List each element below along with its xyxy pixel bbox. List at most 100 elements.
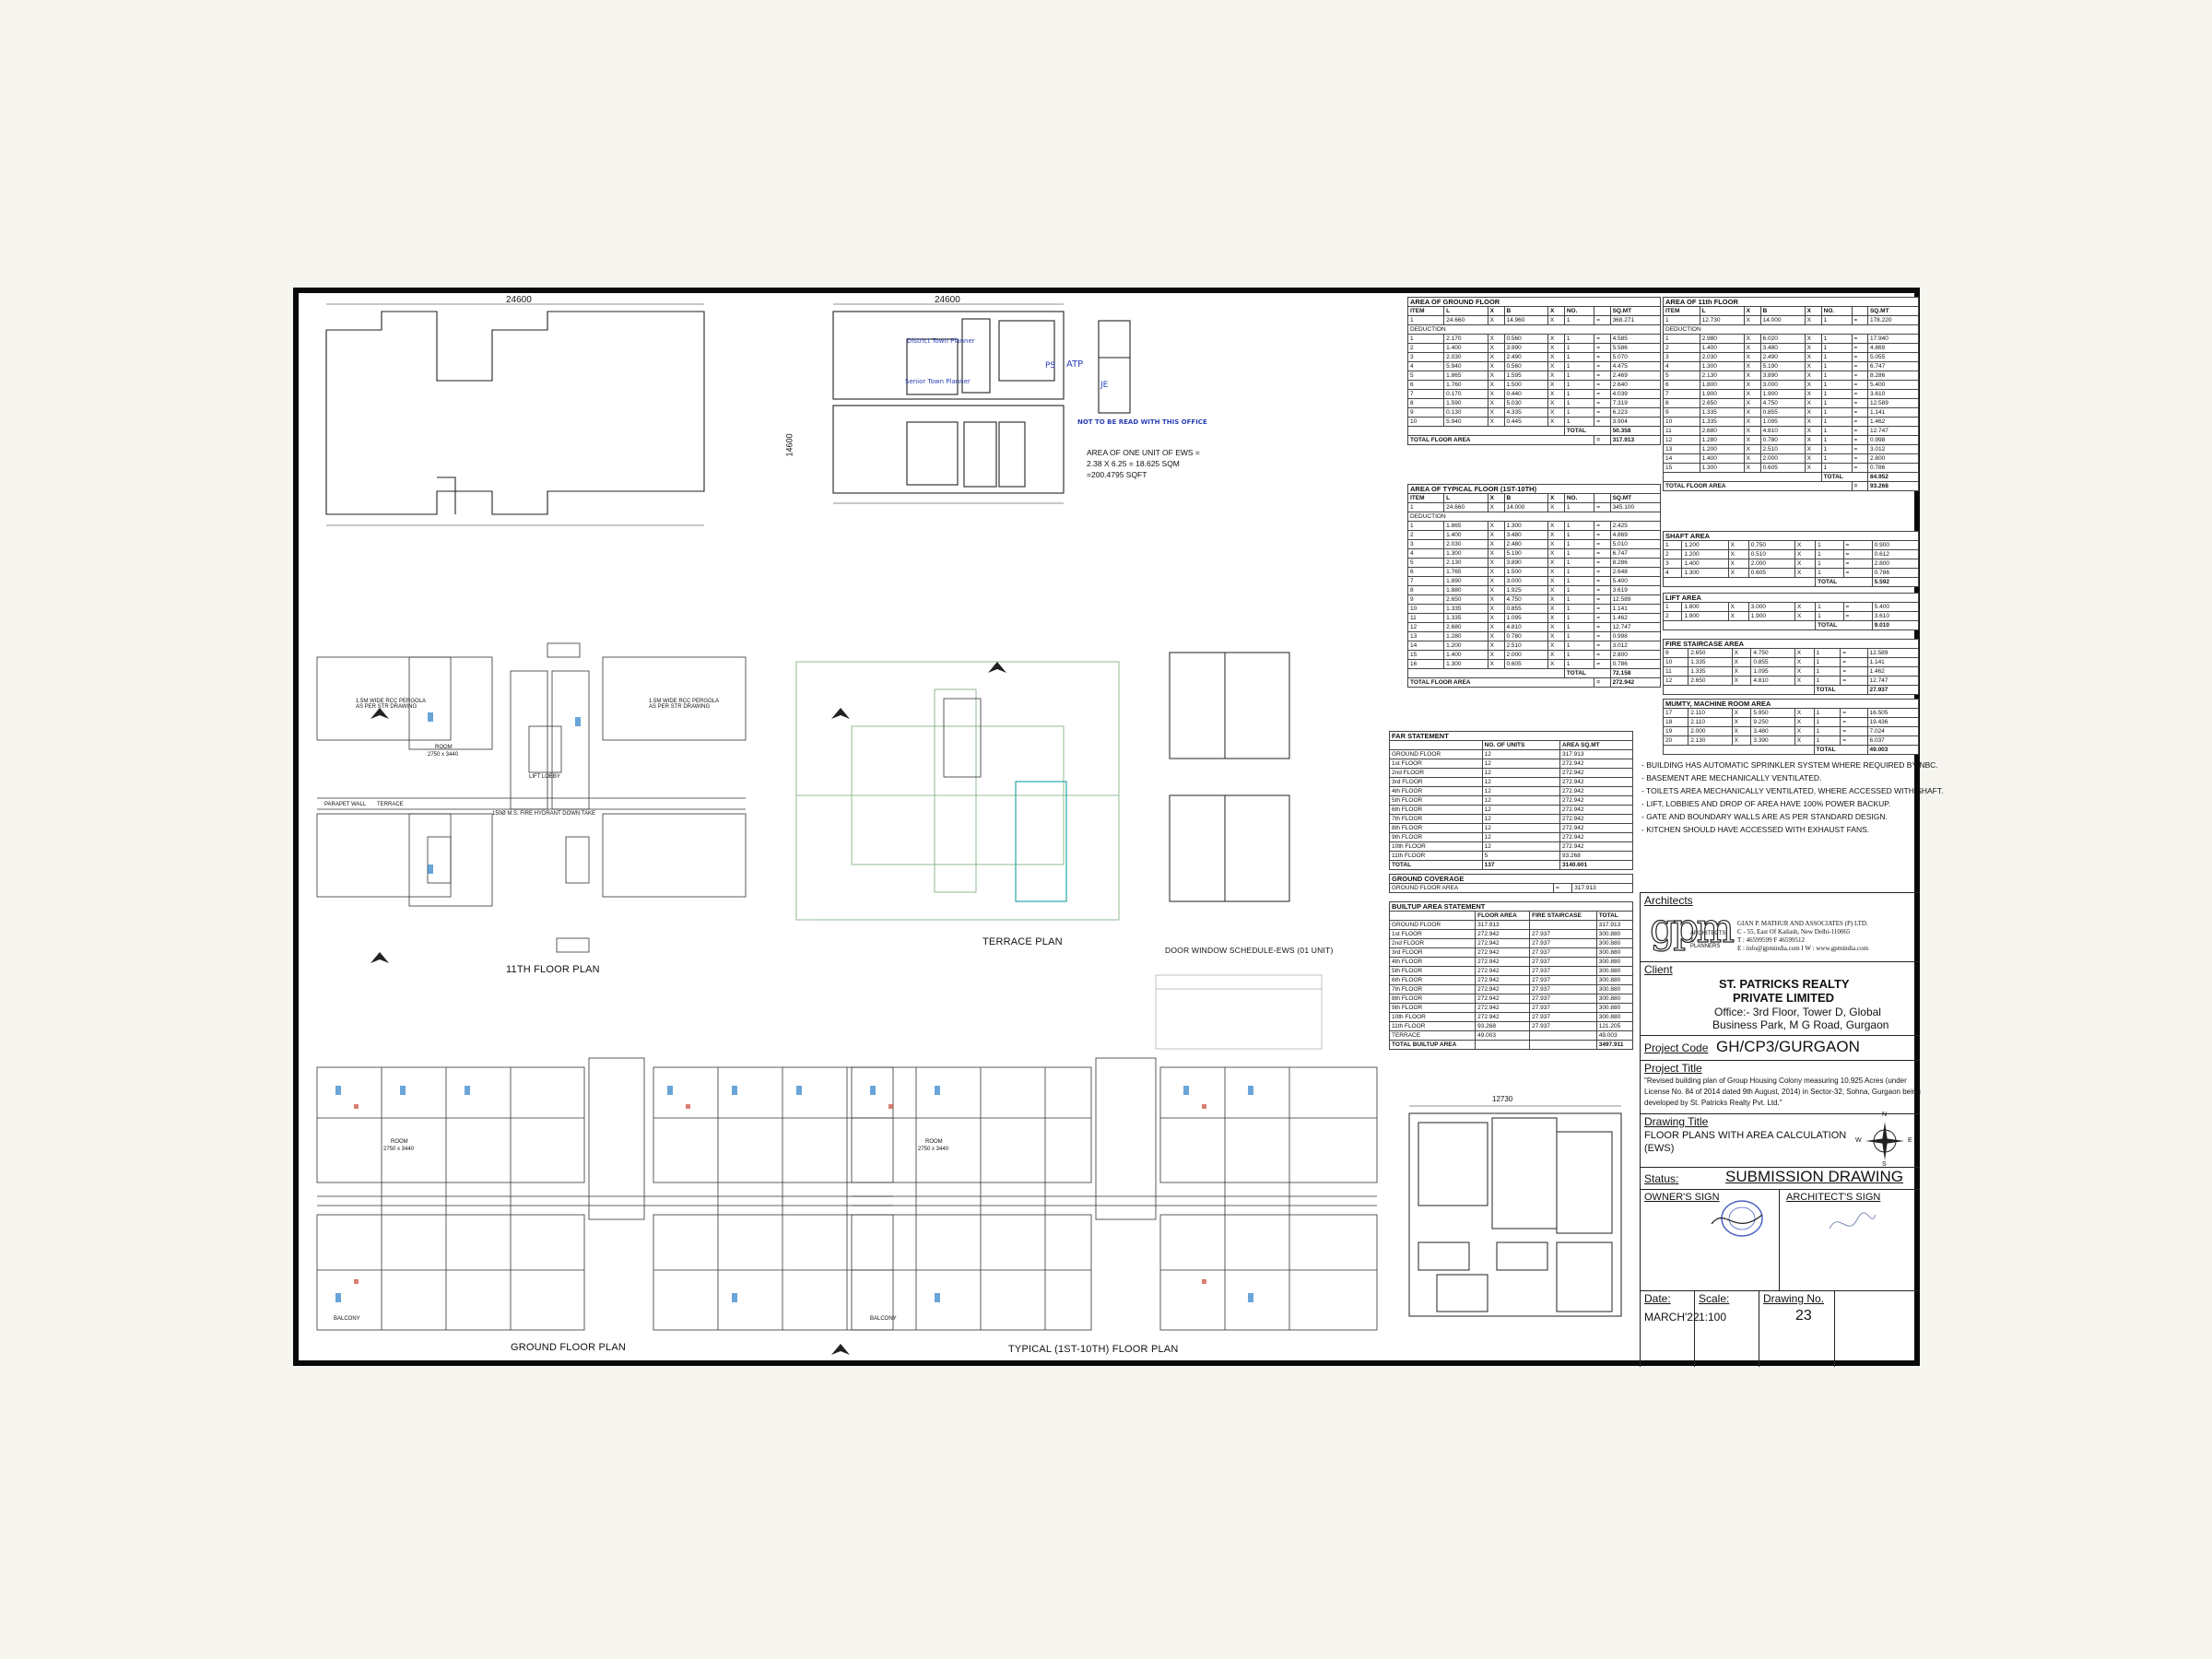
- table-cell: 1: [1820, 426, 1853, 436]
- table-cell: 12: [1481, 777, 1561, 787]
- architects-sign-label: ARCHITECT'S SIGN: [1786, 1192, 1881, 1203]
- table-cell: 1.141: [1609, 604, 1662, 614]
- table-cell: 272.942: [1475, 975, 1531, 985]
- table-cell: 1: [1815, 559, 1844, 569]
- table-cell: GROUND FLOOR: [1388, 920, 1477, 930]
- table-cell: 1: [1820, 315, 1853, 325]
- table-cell: 4: [1406, 361, 1445, 371]
- table-cell: X: [1547, 548, 1565, 559]
- table-cell: 4.750: [1759, 398, 1806, 408]
- table-cell: 5.190: [1759, 361, 1806, 371]
- table-cell: X: [1487, 594, 1505, 605]
- table-cell: =: [1594, 558, 1611, 568]
- table-cell: 1: [1820, 352, 1853, 362]
- table-cell: 272.942: [1475, 1003, 1531, 1013]
- table-cell: =: [1851, 407, 1868, 418]
- drawing-title-1: FLOOR PLANS WITH AREA CALCULATION: [1644, 1130, 1847, 1141]
- table-cell: 14: [1663, 453, 1700, 464]
- total-label: TOTAL: [1820, 472, 1868, 482]
- table-cell: =: [1553, 883, 1573, 893]
- table-cell: 317.913: [1475, 920, 1531, 930]
- table-cell: =: [1851, 334, 1868, 344]
- table-cell: 5.940: [1443, 417, 1488, 427]
- table-cell: =: [1594, 417, 1611, 427]
- table-cell: 272.942: [1559, 795, 1633, 806]
- table-cell: 1.400: [1443, 650, 1488, 660]
- table-cell: X: [1731, 666, 1752, 677]
- table-cell: 27.937: [1529, 929, 1597, 939]
- table-cell: 8: [1663, 398, 1700, 408]
- table-cell: X: [1487, 567, 1505, 577]
- room-label-g: ROOM: [391, 1139, 408, 1145]
- table-cell: =: [1594, 622, 1611, 632]
- table-cell: 272.942: [1475, 966, 1531, 976]
- table-cell: 3.000: [1503, 576, 1548, 586]
- table-cell: X: [1794, 657, 1815, 667]
- table-cell: 27.937: [1529, 938, 1597, 948]
- table-cell: 11th FLOOR: [1389, 851, 1483, 861]
- total-label: TOTAL: [1815, 577, 1873, 587]
- note-5: - GATE AND BOUNDARY WALLS ARE AS PER STA…: [1641, 812, 1888, 821]
- table-cell: 0.750: [1747, 540, 1796, 550]
- table-cell: 2.490: [1759, 352, 1806, 362]
- table-cell: 2.000: [1503, 650, 1548, 660]
- table-cell: 4: [1662, 568, 1683, 578]
- table-cell: X: [1547, 343, 1565, 353]
- table-cell: 0.605: [1759, 463, 1806, 473]
- table-cell: 4.585: [1609, 334, 1662, 344]
- client-address-2: Business Park, M G Road, Gurgaon: [1712, 1018, 1889, 1031]
- table-cell: 1.800: [1681, 602, 1729, 612]
- table-cell: X: [1547, 641, 1565, 651]
- deduction-row: DEDUCTION: [1663, 324, 1919, 335]
- table-cell: X: [1804, 463, 1822, 473]
- table-cell: 1: [1813, 657, 1841, 667]
- table-cell: 1.462: [1866, 666, 1920, 677]
- project-code: GH/CP3/GURGAON: [1716, 1038, 1860, 1055]
- table-cell: =: [1594, 398, 1611, 408]
- table-title: SHAFT AREA: [1663, 531, 1919, 541]
- table-cell: 1: [1563, 371, 1595, 381]
- signature-dtp: District Town Planner: [907, 337, 975, 345]
- table-cell: 3rd FLOOR: [1388, 947, 1477, 958]
- table-cell: 1: [1406, 315, 1445, 325]
- table-cell: X: [1743, 444, 1761, 454]
- deduction-row: DEDUCTION: [1407, 512, 1661, 522]
- table-cell: 12: [1406, 622, 1445, 632]
- table-cell: =: [1594, 407, 1611, 418]
- table-cell: 1: [1563, 558, 1595, 568]
- room-size-11: 2750 x 3440: [428, 752, 459, 758]
- firm-name: GIAN P. MATHUR AND ASSOCIATES (P) LTD.: [1737, 920, 1868, 927]
- total-spacer: [1663, 472, 1822, 482]
- table-cell: =: [1594, 585, 1611, 595]
- header-cell: [1388, 911, 1477, 921]
- table-cell: X: [1743, 417, 1761, 427]
- table-cell: 18: [1662, 717, 1689, 727]
- table-cell: X: [1547, 521, 1565, 531]
- table-cell: 1.335: [1443, 604, 1488, 614]
- table-cell: 1.595: [1503, 371, 1548, 381]
- table-cell: X: [1731, 735, 1752, 746]
- table-cell: 5.950: [1750, 708, 1795, 718]
- table-cell: 16.505: [1866, 708, 1920, 718]
- firm-address: C - 55, East Of Kailash, New Delhi-11006…: [1737, 928, 1851, 935]
- table-cell: =: [1594, 530, 1611, 540]
- signature-stp: Senior Town Planner: [905, 378, 971, 385]
- header-cell: B: [1503, 493, 1548, 503]
- table-cell: 7th FLOOR: [1388, 984, 1477, 994]
- table-cell: 19.436: [1866, 717, 1920, 727]
- table-cell: 3.890: [1759, 371, 1806, 381]
- table-cell: 9: [1662, 648, 1689, 658]
- table-cell: 3: [1662, 559, 1683, 569]
